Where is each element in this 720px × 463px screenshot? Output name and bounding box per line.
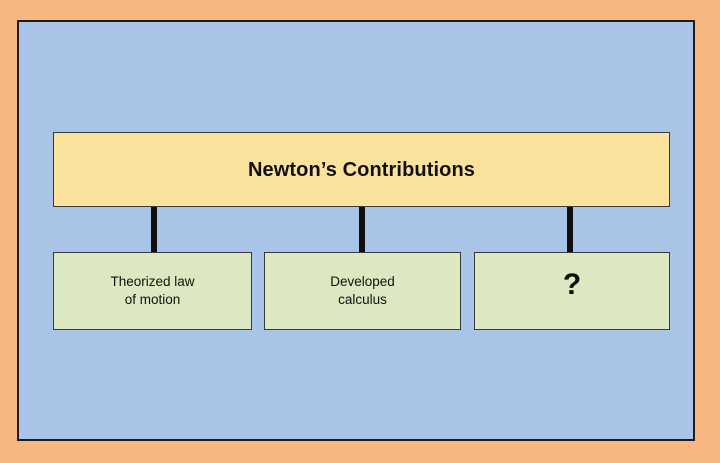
root-node-label: Newton’s Contributions: [248, 158, 475, 181]
child-node-theorized-law-of-motion[interactable]: Theorized law of motion: [53, 252, 252, 330]
diagram-panel: Newton’s Contributions Theorized law of …: [17, 20, 695, 441]
connector-line-2: [359, 207, 365, 252]
child-node-unknown-placeholder[interactable]: ?: [474, 252, 670, 330]
root-node-newtons-contributions[interactable]: Newton’s Contributions: [53, 132, 670, 207]
child-node-label: Developed calculus: [330, 273, 395, 307]
child-node-label: Theorized law of motion: [110, 273, 195, 307]
connector-line-1: [151, 207, 157, 252]
child-node-developed-calculus[interactable]: Developed calculus: [264, 252, 461, 330]
question-mark-icon: ?: [562, 268, 582, 301]
connector-line-3: [567, 207, 573, 252]
